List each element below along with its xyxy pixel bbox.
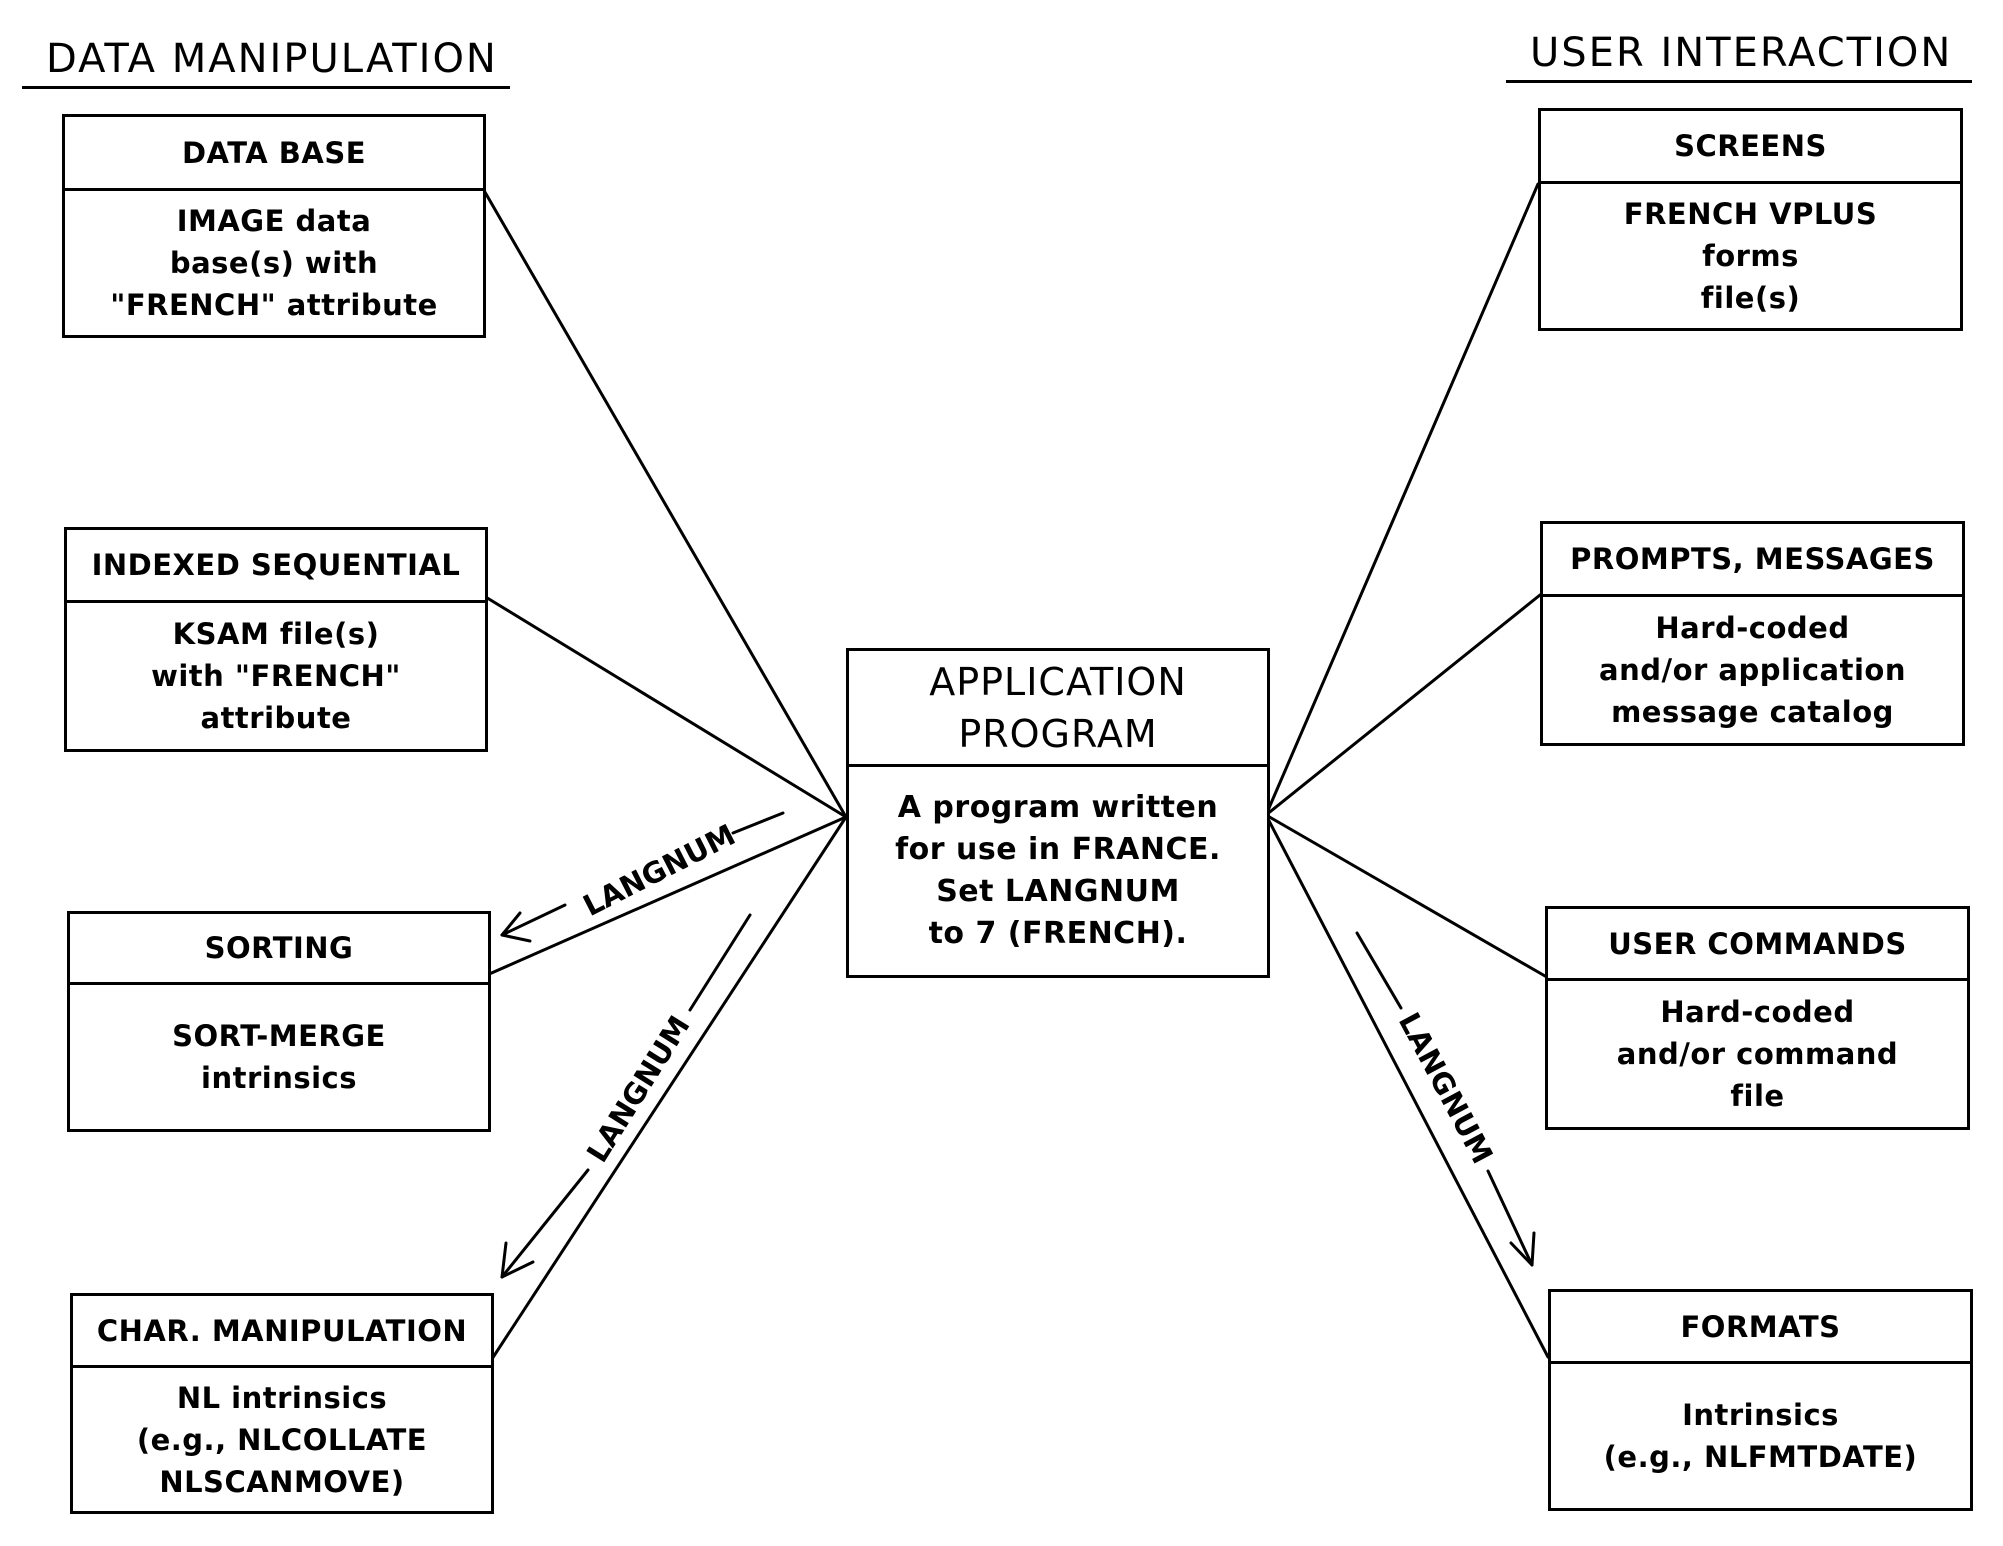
indexed-sequential-description: KSAM file(s) with "FRENCH" attribute <box>67 603 485 749</box>
application-program-box: APPLICATION PROGRAM A program written fo… <box>846 648 1270 978</box>
char-manipulation-line: NL intrinsics <box>176 1380 388 1415</box>
screens-box: SCREENS FRENCH VPLUS forms file(s) <box>1538 108 1963 331</box>
langnum-arrow-formats-head <box>1509 1231 1536 1267</box>
indexed-sequential-title: INDEXED SEQUENTIAL <box>67 530 485 603</box>
connector-char-manipulation <box>488 815 848 1364</box>
indexed-sequential-box: INDEXED SEQUENTIAL KSAM file(s) with "FR… <box>64 527 488 752</box>
user-commands-line: file <box>1730 1079 1785 1113</box>
application-program-line: to 7 (FRENCH). <box>928 916 1188 951</box>
langnum-arrow-sorting-shaft-b <box>500 903 567 937</box>
data-base-line: IMAGE data <box>176 204 372 238</box>
char-manipulation-box: CHAR. MANIPULATION NL intrinsics (e.g., … <box>70 1293 494 1514</box>
connector-screens <box>1264 182 1540 817</box>
application-program-line: for use in FRANCE. <box>895 832 1221 867</box>
prompts-messages-line: message catalog <box>1611 695 1894 729</box>
application-program-line: A program written <box>897 790 1219 825</box>
connector-indexed-sequential <box>482 594 848 819</box>
char-manipulation-title: CHAR. MANIPULATION <box>73 1296 491 1368</box>
header-data-manipulation: DATA MANIPULATION <box>46 36 498 82</box>
sorting-line: SORT-MERGE <box>172 1019 386 1053</box>
formats-box: FORMATS Intrinsics (e.g., NLFMTDATE) <box>1548 1289 1973 1511</box>
langnum-label-sorting: LANGNUM <box>578 817 741 923</box>
sorting-line: intrinsics <box>201 1061 357 1095</box>
user-commands-line: and/or command <box>1616 1037 1899 1071</box>
langnum-arrow-formats-shaft-b <box>1486 1169 1534 1267</box>
data-base-line: base(s) with <box>169 246 379 280</box>
application-program-line: Set LANGNUM <box>936 874 1180 909</box>
formats-line: Intrinsics <box>1682 1398 1839 1432</box>
user-commands-description: Hard-coded and/or command file <box>1548 981 1967 1127</box>
connector-sorting <box>485 815 848 977</box>
prompts-messages-title: PROMPTS, MESSAGES <box>1543 524 1962 597</box>
header-user-interaction-rule <box>1506 80 1972 83</box>
connector-database <box>480 185 848 819</box>
application-program-description: A program written for use in FRANCE. Set… <box>849 767 1267 975</box>
screens-line: file(s) <box>1700 281 1801 315</box>
application-program-title: APPLICATION PROGRAM <box>849 651 1267 767</box>
connector-prompts-messages <box>1264 593 1542 817</box>
langnum-arrow-sorting-head <box>500 911 532 943</box>
header-data-manipulation-rule <box>22 86 510 89</box>
formats-line: (e.g., NLFMTDATE) <box>1603 1440 1918 1474</box>
char-manipulation-line: (e.g., NLCOLLATE <box>136 1422 428 1457</box>
connector-user-commands <box>1264 813 1547 978</box>
langnum-arrow-sorting-shaft-a <box>731 811 785 835</box>
prompts-messages-description: Hard-coded and/or application message ca… <box>1543 597 1962 743</box>
application-program-title-line: PROGRAM <box>958 711 1158 756</box>
langnum-arrow-formats-shaft-a <box>1355 931 1403 1010</box>
data-base-line: "FRENCH" attribute <box>110 288 438 322</box>
indexed-sequential-line: attribute <box>200 701 352 735</box>
user-commands-box: USER COMMANDS Hard-coded and/or command … <box>1545 906 1970 1130</box>
sorting-title: SORTING <box>70 914 488 985</box>
langnum-arrow-char-head <box>500 1241 535 1279</box>
indexed-sequential-line: with "FRENCH" <box>151 659 401 693</box>
char-manipulation-line: NLSCANMOVE) <box>159 1464 405 1499</box>
formats-title: FORMATS <box>1551 1292 1970 1364</box>
indexed-sequential-line: KSAM file(s) <box>172 617 380 651</box>
connector-formats <box>1264 813 1550 1359</box>
prompts-messages-line: Hard-coded <box>1655 611 1850 645</box>
application-program-title-line: APPLICATION <box>929 659 1187 704</box>
langnum-label-char-manipulation: LANGNUM <box>580 1010 697 1169</box>
formats-description: Intrinsics (e.g., NLFMTDATE) <box>1551 1364 1970 1508</box>
screens-line: forms <box>1702 239 1799 273</box>
header-user-interaction: USER INTERACTION <box>1530 30 1953 76</box>
data-base-description: IMAGE data base(s) with "FRENCH" attribu… <box>65 191 483 335</box>
char-manipulation-description: NL intrinsics (e.g., NLCOLLATE NLSCANMOV… <box>73 1368 491 1511</box>
sorting-box: SORTING SORT-MERGE intrinsics <box>67 911 491 1132</box>
screens-description: FRENCH VPLUS forms file(s) <box>1541 184 1960 328</box>
data-base-title: DATA BASE <box>65 117 483 191</box>
data-base-box: DATA BASE IMAGE data base(s) with "FRENC… <box>62 114 486 338</box>
prompts-messages-line: and/or application <box>1599 653 1906 687</box>
screens-line: FRENCH VPLUS <box>1623 197 1878 231</box>
langnum-arrow-char-shaft-a <box>688 913 752 1012</box>
sorting-description: SORT-MERGE intrinsics <box>70 985 488 1129</box>
screens-title: SCREENS <box>1541 111 1960 184</box>
user-commands-line: Hard-coded <box>1660 995 1855 1029</box>
user-commands-title: USER COMMANDS <box>1548 909 1967 981</box>
langnum-arrow-char-shaft-b <box>500 1168 590 1279</box>
prompts-messages-box: PROMPTS, MESSAGES Hard-coded and/or appl… <box>1540 521 1965 746</box>
